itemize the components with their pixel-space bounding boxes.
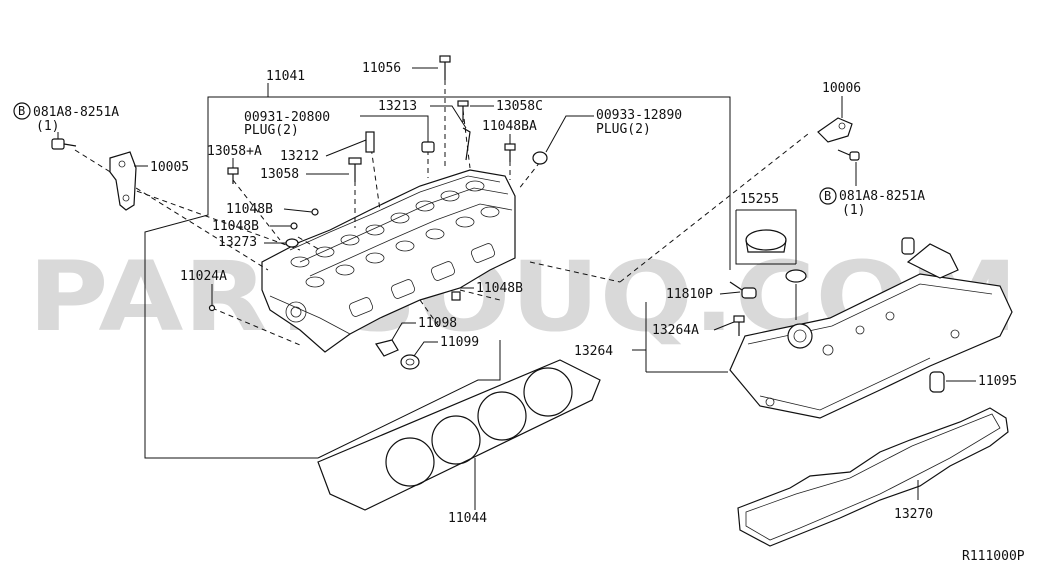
cover-gasket [737, 407, 1009, 547]
label-11095: 11095 [978, 374, 1017, 389]
label-11810P: 11810P [666, 287, 713, 302]
label-13264A: 13264A [652, 323, 699, 338]
label-bolt-right-qty: (1) [842, 203, 865, 218]
head-gasket [317, 359, 601, 511]
part-labels: 11041 11056 10006 B 081A8-8251A (1) 0093… [13, 61, 1025, 564]
label-13270: 13270 [894, 507, 933, 522]
bracket-10006 [817, 117, 860, 161]
label-11048BA: 11048BA [482, 119, 537, 134]
label-15255: 15255 [740, 192, 779, 207]
seal-parts [375, 339, 420, 370]
label-13213: 13213 [378, 99, 417, 114]
cylinder-head-group [51, 55, 809, 459]
label-10005: 10005 [150, 160, 189, 175]
oil-filler-cap [735, 209, 807, 320]
label-plug2-code: 00933-12890 [596, 108, 682, 123]
label-11099: 11099 [440, 335, 479, 350]
label-11041: 11041 [266, 69, 305, 84]
port-openings [285, 243, 496, 323]
label-11024A: 11024A [180, 269, 227, 284]
label-13058: 13058 [260, 167, 299, 182]
label-13264: 13264 [574, 344, 613, 359]
label-bolt-left-qty: (1) [36, 119, 59, 134]
label-plug1-code: 00931-20800 [244, 110, 330, 125]
cover-fasteners [729, 281, 757, 336]
label-11056: 11056 [362, 61, 401, 76]
label-plug1-text: PLUG(2) [244, 123, 299, 138]
label-11098: 11098 [418, 316, 457, 331]
bracket-10005 [109, 151, 137, 211]
label-13058C: 13058C [496, 99, 543, 114]
label-11044: 11044 [448, 511, 487, 526]
label-11048B-3: 11048B [476, 281, 523, 296]
label-13058plusA: 13058+A [207, 144, 262, 159]
label-11048B-2: 11048B [212, 219, 259, 234]
bolt-symbol-left-letter: B [18, 104, 25, 118]
label-11048B-1: 11048B [226, 202, 273, 217]
bolt-symbol-right [819, 187, 837, 205]
label-13273: 13273 [218, 235, 257, 250]
cam-bumps [290, 180, 500, 288]
label-13212: 13212 [280, 149, 319, 164]
drawing-code: R111000P [962, 549, 1025, 564]
label-bolt-left-code: 081A8-8251A [33, 105, 119, 120]
label-bolt-right-code: 081A8-8251A [839, 189, 925, 204]
grommet-11095 [929, 371, 945, 393]
bolt-left [51, 138, 77, 150]
head-fasteners [208, 55, 548, 312]
bolt-symbol-left [13, 102, 31, 120]
label-10006: 10006 [822, 81, 861, 96]
cylinder-head [261, 169, 516, 353]
label-plug2-text: PLUG(2) [596, 122, 651, 137]
valve-cover [632, 237, 1013, 419]
bolt-symbol-right-letter: B [824, 189, 831, 203]
